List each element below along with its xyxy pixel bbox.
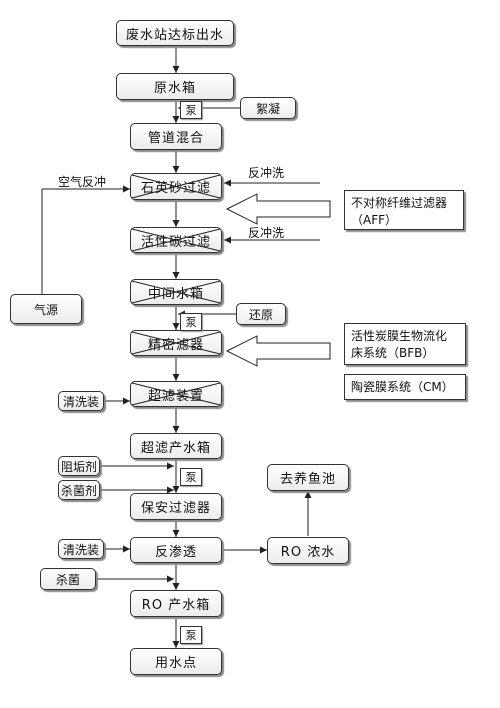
quartz-filter-box: 石英砂过滤: [130, 173, 222, 200]
security-filter-box: 保安过滤器: [130, 493, 222, 520]
cm-line: 陶瓷膜系统（CM）: [351, 380, 454, 394]
precision-filter-label: 精密滤器: [147, 337, 204, 353]
bfb-box: 活性炭膜生物流化 床系统（BFB）: [344, 323, 466, 365]
aff-line-1: 不对称纤维过滤器: [351, 196, 448, 210]
security-filter-label: 保安过滤器: [140, 501, 211, 516]
biocide-box: 杀菌剂: [58, 480, 100, 500]
wastewater-outlet-box: 废水站达标出水: [116, 20, 234, 46]
reverse-osmosis-label: 反渗透: [154, 544, 197, 560]
reduction-box: 还原: [236, 303, 286, 325]
raw-tank-box: 原水箱: [116, 73, 234, 100]
sterilize-box: 杀菌: [40, 568, 96, 590]
fish-pond-box: 去养鱼池: [267, 464, 349, 491]
pipe-mixing-box: 管道混合: [130, 123, 222, 150]
raw-tank-label: 原水箱: [153, 81, 196, 96]
middle-tank-label: 中间水箱: [147, 286, 204, 302]
replace-arrow-aff: [225, 193, 331, 225]
flocculant-label: 絮凝: [255, 101, 280, 116]
uf-product-tank-box: 超滤产水箱: [130, 433, 222, 459]
pipe-mixing-label: 管道混合: [147, 131, 204, 146]
uf-device-box: 超滤装置: [130, 381, 222, 407]
uf-product-tank-label: 超滤产水箱: [140, 440, 211, 456]
use-point-box: 用水点: [130, 648, 222, 675]
pump-1: 泵: [180, 101, 202, 119]
backwash-label-1: 反冲洗: [248, 166, 285, 180]
carbon-filter-label: 活性碳过滤: [140, 234, 211, 250]
backwash-label-2: 反冲洗: [248, 226, 285, 240]
cleaning-box-2: 清洗装: [58, 539, 104, 559]
pump-4-label: 泵: [185, 629, 197, 642]
aff-box: 不对称纤维过滤器 （AFF）: [344, 190, 464, 230]
antiscalant-box: 阻垢剂: [58, 456, 100, 476]
cleaning-label-2: 清洗装: [62, 542, 99, 557]
ro-product-tank-box: RO 产水箱: [130, 590, 222, 617]
precision-filter-box: 精密滤器: [130, 330, 222, 356]
pump-2-label: 泵: [185, 316, 197, 329]
cm-box: 陶瓷膜系统（CM）: [344, 374, 466, 400]
air-source-label: 气源: [33, 302, 58, 317]
pump-3: 泵: [180, 468, 202, 486]
ro-concentrate-label: RO 浓水: [280, 545, 336, 560]
wastewater-outlet-label: 废水站达标出水: [125, 27, 224, 43]
reduction-label: 还原: [248, 307, 273, 322]
sterilize-label: 杀菌: [55, 572, 80, 587]
bfb-line-2: 床系统（BFB）: [351, 346, 435, 360]
middle-tank-box: 中间水箱: [130, 279, 222, 305]
cleaning-box-1: 清洗装: [58, 391, 104, 411]
biocide-label: 杀菌剂: [60, 483, 97, 498]
quartz-filter-label: 石英砂过滤: [140, 181, 211, 196]
ro-concentrate-box: RO 浓水: [267, 537, 349, 564]
flocculant-box: 絮凝: [240, 97, 296, 119]
reverse-osmosis-box: 反渗透: [130, 537, 222, 563]
pump-1-label: 泵: [185, 104, 197, 117]
cleaning-label-1: 清洗装: [62, 394, 99, 409]
bfb-line-1: 活性炭膜生物流化: [351, 329, 448, 343]
aff-line-2: （AFF）: [351, 213, 398, 227]
pump-2: 泵: [180, 313, 202, 331]
carbon-filter-box: 活性碳过滤: [130, 227, 222, 253]
pump-3-label: 泵: [185, 471, 197, 484]
air-backwash-label: 空气反冲: [58, 175, 107, 189]
uf-device-label: 超滤装置: [147, 388, 204, 404]
fish-pond-label: 去养鱼池: [279, 472, 336, 487]
air-source-box: 气源: [10, 294, 82, 324]
pump-4: 泵: [180, 626, 202, 644]
use-point-label: 用水点: [154, 656, 197, 671]
antiscalant-label: 阻垢剂: [60, 459, 97, 474]
ro-product-tank-label: RO 产水箱: [141, 598, 211, 613]
replace-arrow-bfb: [225, 335, 331, 367]
